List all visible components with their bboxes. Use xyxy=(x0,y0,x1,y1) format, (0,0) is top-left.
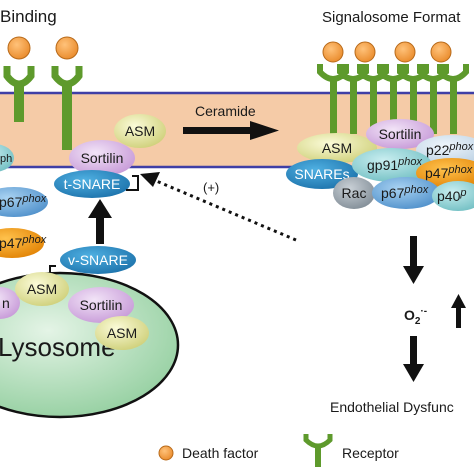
positive-feedback-label: (+) xyxy=(203,180,219,195)
svg-text:Sortilin: Sortilin xyxy=(81,150,124,166)
down-arrow-1 xyxy=(403,236,424,284)
svg-text:t-SNARE: t-SNARE xyxy=(64,176,121,192)
asm-lysosome-2: ASM xyxy=(95,316,149,350)
down-arrow-2 xyxy=(403,336,424,382)
svg-text:p67phox: p67phox xyxy=(381,184,429,201)
gp91phox-signalosome: gp91phox xyxy=(352,148,432,182)
legend: Death factor Receptor xyxy=(158,434,399,467)
sortilin-lysosome: Sortilin xyxy=(68,287,134,323)
receptor-legend-icon xyxy=(303,434,333,467)
svg-text:Sortilin: Sortilin xyxy=(80,297,123,313)
v-snare-protein: v-SNARE xyxy=(60,246,136,274)
protein-lysosome-edge-n: n xyxy=(0,287,20,319)
svg-text:gp91phox: gp91phox xyxy=(367,156,423,173)
t-snare-bracket xyxy=(126,175,139,191)
superoxide-label: O2·- xyxy=(404,306,427,327)
death-factor-legend-icon xyxy=(158,445,174,461)
feedback-arrow xyxy=(140,172,297,242)
lysosome: Lysosome xyxy=(0,271,180,419)
p47phox-signalosome: p47phox xyxy=(416,158,474,188)
svg-text:p47phox: p47phox xyxy=(0,234,47,251)
death-factor-left-2 xyxy=(55,36,79,60)
p40phox-signalosome: p40p xyxy=(432,181,474,211)
signalosome-title: Signalosome Format xyxy=(322,9,461,26)
svg-text:ASM: ASM xyxy=(27,281,57,297)
svg-text:ASM: ASM xyxy=(322,140,352,156)
binding-title: Binding xyxy=(0,7,57,26)
protein-left-edge-ph: ph xyxy=(0,144,14,172)
svg-text:SNAREs: SNAREs xyxy=(294,166,349,182)
death-factor-cluster-right xyxy=(322,41,452,63)
svg-text:p40p: p40p xyxy=(437,187,466,204)
rac-signalosome: Rac xyxy=(333,177,375,209)
asm-lysosome-1: ASM xyxy=(15,272,69,306)
receptor-left-1 xyxy=(3,66,35,122)
svg-text:p22phox: p22phox xyxy=(426,141,474,158)
svg-text:ASM: ASM xyxy=(107,325,137,341)
p67phox-signalosome: p67phox xyxy=(372,177,440,209)
receptor-legend-label: Receptor xyxy=(342,445,399,461)
svg-text:ph: ph xyxy=(0,153,12,165)
ceramide-arrow xyxy=(183,121,279,140)
sortilin-signalosome: Sortilin xyxy=(366,119,434,149)
svg-text:p47phox: p47phox xyxy=(425,164,473,181)
svg-text:Rac: Rac xyxy=(342,185,367,201)
p47phox-left: p47phox xyxy=(0,228,47,258)
receptor-left-2 xyxy=(51,66,83,150)
p22phox-signalosome: p22phox xyxy=(416,135,474,165)
ceramide-label: Ceramide xyxy=(195,103,256,119)
sortilin-left-membrane: Sortilin xyxy=(69,140,135,176)
svg-text:n: n xyxy=(2,295,10,311)
up-arrow-right xyxy=(451,294,466,328)
death-factor-legend-label: Death factor xyxy=(182,445,259,461)
asm-left-membrane: ASM xyxy=(114,114,166,148)
endothelial-dysfunction-label: Endothelial Dysfunc xyxy=(330,399,454,415)
svg-text:ASM: ASM xyxy=(125,123,155,139)
receptor-cluster-right xyxy=(317,64,469,134)
svg-text:v-SNARE: v-SNARE xyxy=(68,252,128,268)
svg-text:Sortilin: Sortilin xyxy=(379,126,422,142)
death-factor-left-1 xyxy=(7,36,31,60)
fusion-arrow xyxy=(88,199,112,244)
svg-text:p67phox: p67phox xyxy=(0,193,47,210)
p67phox-left: p67phox xyxy=(0,187,48,217)
asm-signalosome: ASM xyxy=(297,133,377,163)
t-snare-protein: t-SNARE xyxy=(54,170,130,198)
